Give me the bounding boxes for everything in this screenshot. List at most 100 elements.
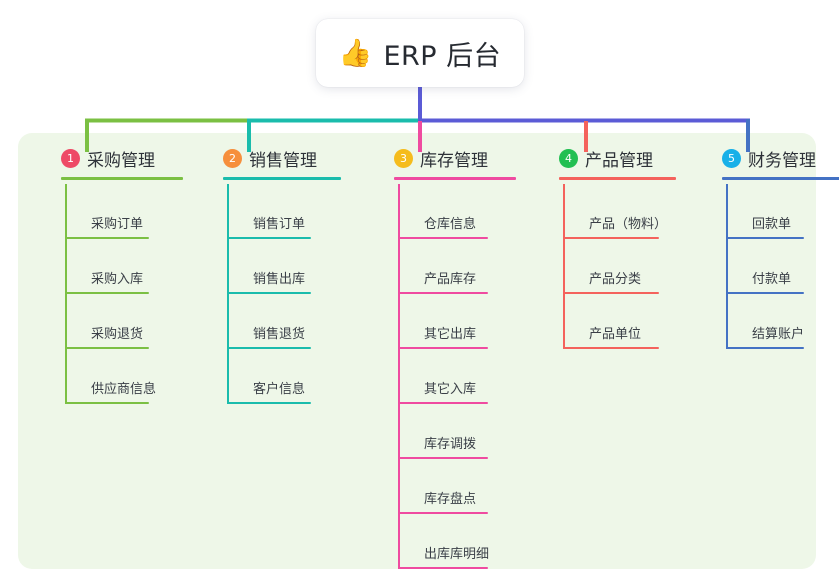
branch-underline-2 (223, 177, 341, 180)
leaf-item[interactable]: 采购退货 (65, 294, 149, 349)
leaf-item[interactable]: 产品（物料） (563, 184, 667, 239)
leaf-label: 采购退货 (91, 327, 144, 342)
leaf-underline (563, 292, 659, 294)
leaf-item[interactable]: 销售订单 (227, 184, 311, 239)
leaf-label: 付款单 (752, 272, 792, 287)
leaf-underline (65, 292, 149, 294)
leaf-label: 回款单 (752, 217, 792, 232)
leaf-underline (398, 347, 488, 349)
branch-underline-5 (722, 177, 839, 180)
leaf-underline (398, 567, 488, 569)
branch-spine-4 (563, 184, 565, 349)
leaf-underline (227, 292, 311, 294)
branch-column-3: 3 库存管理仓库信息产品库存其它出库其它入库库存调拨库存盘点出库库明细 (372, 145, 516, 569)
branch-header-3[interactable]: 3 库存管理 (372, 145, 516, 180)
leaf-label: 产品（物料） (589, 217, 668, 232)
leaf-underline (65, 402, 149, 404)
branch-header-1[interactable]: 1 采购管理 (39, 145, 183, 180)
branch-column-4: 4 产品管理产品（物料） 产品分类产品单位 (537, 145, 676, 349)
leaf-underline (398, 402, 488, 404)
branch-items-5: 回款单付款单结算账户 (700, 184, 816, 349)
branch-title-2: 销售管理 (249, 150, 317, 171)
leaf-label: 结算账户 (752, 327, 805, 342)
branch-badge-3: 3 (394, 148, 413, 168)
leaf-underline (398, 512, 488, 514)
leaf-underline (398, 457, 488, 459)
branch-header-4[interactable]: 4 产品管理 (537, 145, 676, 180)
branch-header-2[interactable]: 2 销售管理 (201, 145, 341, 180)
leaf-item[interactable]: 付款单 (726, 239, 804, 294)
leaf-label: 出库库明细 (424, 547, 490, 562)
leaf-underline (726, 292, 804, 294)
leaf-item[interactable]: 产品库存 (398, 239, 488, 294)
leaf-underline (65, 347, 149, 349)
branch-title-1: 采购管理 (87, 150, 155, 171)
branch-column-5: 5 财务管理回款单付款单结算账户 (700, 145, 839, 349)
branch-title-5: 财务管理 (748, 150, 816, 171)
leaf-item[interactable]: 采购入库 (65, 239, 149, 294)
leaf-label: 产品库存 (424, 272, 477, 287)
leaf-label: 供应商信息 (91, 382, 157, 397)
leaf-item[interactable]: 销售退货 (227, 294, 311, 349)
branch-badge-2: 2 (223, 148, 242, 168)
branches-panel (18, 133, 816, 569)
leaf-item[interactable]: 库存调拨 (398, 404, 488, 459)
leaf-underline (398, 292, 488, 294)
leaf-item[interactable]: 库存盘点 (398, 459, 488, 514)
branch-title-4: 产品管理 (585, 150, 653, 171)
thumbs-up-icon: 👍 (338, 38, 373, 69)
branch-column-1: 1 采购管理采购订单采购入库采购退货供应商信息 (39, 145, 183, 404)
leaf-item[interactable]: 结算账户 (726, 294, 804, 349)
branch-items-1: 采购订单采购入库采购退货供应商信息 (39, 184, 156, 404)
leaf-underline (227, 402, 311, 404)
leaf-item[interactable]: 其它入库 (398, 349, 488, 404)
leaf-item[interactable]: 其它出库 (398, 294, 488, 349)
branch-spine-2 (227, 184, 229, 404)
leaf-underline (227, 237, 311, 239)
branch-header-5[interactable]: 5 财务管理 (700, 145, 839, 180)
leaf-underline (726, 347, 804, 349)
branch-items-2: 销售订单销售出库销售退货客户信息 (201, 184, 317, 404)
leaf-label: 产品分类 (589, 272, 642, 287)
leaf-label: 客户信息 (253, 382, 306, 397)
branch-underline-4 (559, 177, 676, 180)
leaf-label: 其它出库 (424, 327, 477, 342)
branch-spine-3 (398, 184, 400, 569)
leaf-label: 销售退货 (253, 327, 306, 342)
leaf-item[interactable]: 产品单位 (563, 294, 659, 349)
leaf-item[interactable]: 仓库信息 (398, 184, 488, 239)
leaf-label: 采购入库 (91, 272, 144, 287)
root-title: ERP 后台 (383, 40, 502, 72)
branch-items-4: 产品（物料） 产品分类产品单位 (537, 184, 667, 349)
leaf-label: 库存调拨 (424, 437, 477, 452)
leaf-label: 销售出库 (253, 272, 306, 287)
leaf-underline (398, 237, 488, 239)
branch-underline-1 (61, 177, 183, 180)
branch-items-3: 仓库信息产品库存其它出库其它入库库存调拨库存盘点出库库明细 (372, 184, 490, 569)
leaf-underline (227, 347, 311, 349)
leaf-item[interactable]: 供应商信息 (65, 349, 156, 404)
leaf-item[interactable]: 产品分类 (563, 239, 659, 294)
leaf-underline (563, 237, 659, 239)
branch-spine-5 (726, 184, 728, 349)
leaf-item[interactable]: 回款单 (726, 184, 804, 239)
leaf-underline (726, 237, 804, 239)
root-node[interactable]: 👍 ERP 后台 (316, 19, 524, 87)
leaf-label: 其它入库 (424, 382, 477, 397)
branch-badge-1: 1 (61, 148, 80, 168)
branch-column-2: 2 销售管理销售订单销售出库销售退货客户信息 (201, 145, 341, 404)
leaf-underline (563, 347, 659, 349)
leaf-item[interactable]: 采购订单 (65, 184, 149, 239)
leaf-item[interactable]: 出库库明细 (398, 514, 490, 569)
leaf-label: 采购订单 (91, 217, 144, 232)
leaf-label: 产品单位 (589, 327, 642, 342)
branch-badge-5: 5 (722, 148, 741, 168)
branch-badge-4: 4 (559, 148, 578, 168)
leaf-item[interactable]: 客户信息 (227, 349, 311, 404)
leaf-underline (65, 237, 149, 239)
leaf-item[interactable]: 销售出库 (227, 239, 311, 294)
branch-underline-3 (394, 177, 516, 180)
branch-title-3: 库存管理 (420, 150, 488, 171)
branch-spine-1 (65, 184, 67, 404)
